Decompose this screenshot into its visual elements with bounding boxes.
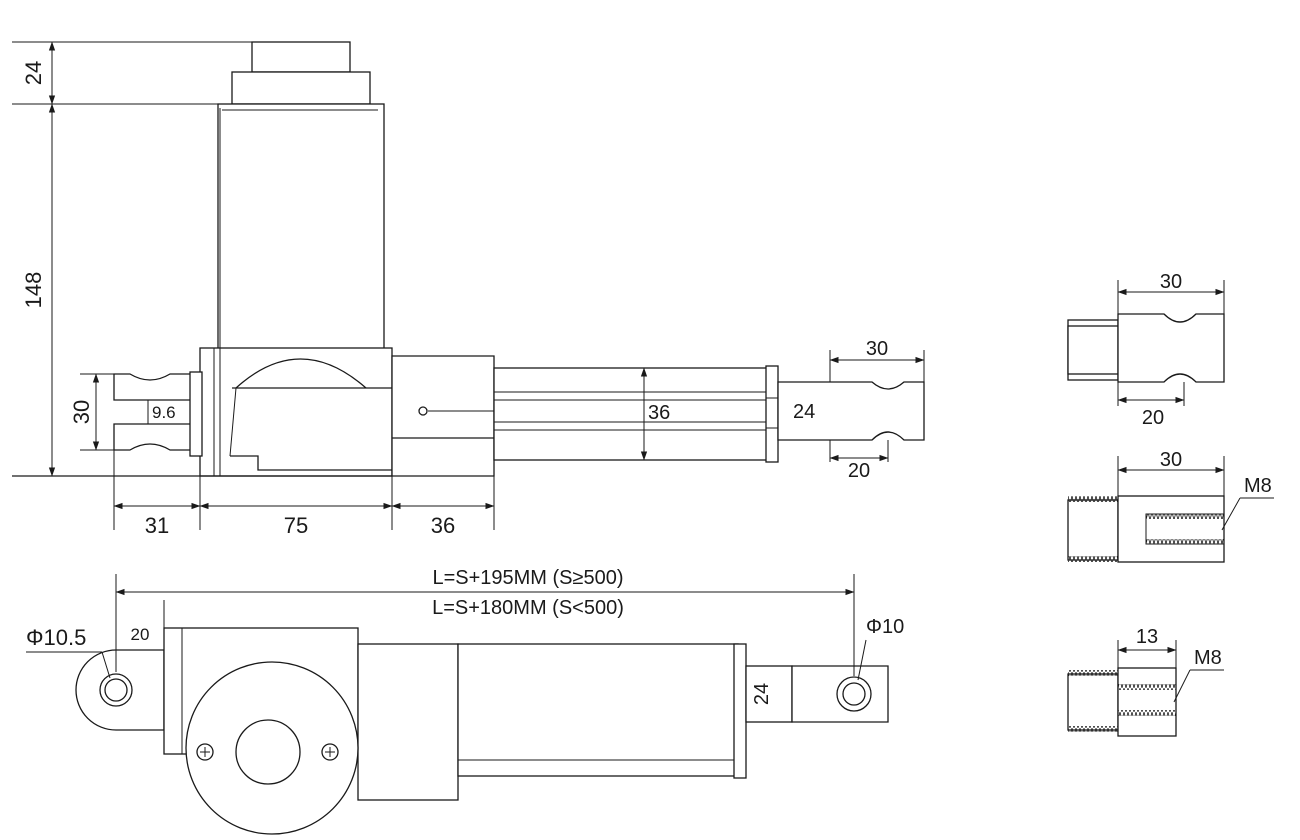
front-housing: [391, 355, 495, 477]
dim-motor-cap-height: 24: [21, 61, 46, 85]
gearbox: [199, 347, 393, 477]
dim-length-long: L=S+195MM (S≥500): [432, 567, 623, 589]
dim-rear-hole: Φ10.5: [26, 625, 86, 650]
dim-rear-clevis-length: 31: [145, 513, 169, 538]
motor-housing: [217, 103, 385, 351]
dim-tube-diameter: 36: [648, 402, 670, 424]
rod-end-option-internal-thread: 30 M8: [1067, 449, 1274, 563]
dim-rod-end-width: 24: [793, 401, 815, 423]
rod-end-option-fork: 30 20: [1067, 271, 1225, 429]
outer-tube: [493, 367, 771, 461]
dim-rod-end-hole: 20: [848, 460, 870, 482]
fork-length: 30: [1160, 271, 1182, 293]
rod-end-fork: [777, 381, 925, 441]
top-view: L=S+195MM (S≥500) L=S+180MM (S<500) 20 Φ…: [26, 567, 904, 835]
internal-length: 30: [1160, 449, 1182, 471]
dim-top-rod-width: 24: [751, 683, 773, 705]
external-thread-size: M8: [1194, 647, 1222, 669]
rear-clevis: [113, 373, 201, 401]
motor-cap-lower: [231, 71, 371, 105]
gear-arc: [235, 358, 367, 389]
dim-clevis-slot: 9.6: [152, 403, 176, 422]
side-view: 24 148 30 9.6 31 75 36 36 24 30 20: [12, 41, 925, 538]
internal-thread-size: M8: [1244, 475, 1272, 497]
dim-front-length: 36: [431, 513, 455, 538]
gear-cover: [185, 661, 359, 835]
dim-gearbox-length: 75: [284, 513, 308, 538]
dim-length-short: L=S+180MM (S<500): [432, 597, 624, 619]
motor-cap-top: [251, 41, 351, 73]
dim-motor-height: 148: [21, 272, 46, 309]
external-length: 13: [1136, 626, 1158, 648]
screw-right: [321, 743, 339, 761]
fork-hole-pos: 20: [1142, 407, 1164, 429]
rod-end-option-external-thread: 13 M8: [1067, 626, 1224, 737]
dim-front-hole: Φ10: [866, 616, 904, 638]
rear-eye: [75, 649, 165, 731]
dim-clevis-height: 30: [69, 400, 94, 424]
top-tube: [357, 643, 459, 801]
front-eye: [791, 665, 889, 723]
screw-left: [196, 743, 214, 761]
dim-rear-offset: 20: [131, 625, 150, 644]
dim-rod-end-length: 30: [866, 338, 888, 360]
